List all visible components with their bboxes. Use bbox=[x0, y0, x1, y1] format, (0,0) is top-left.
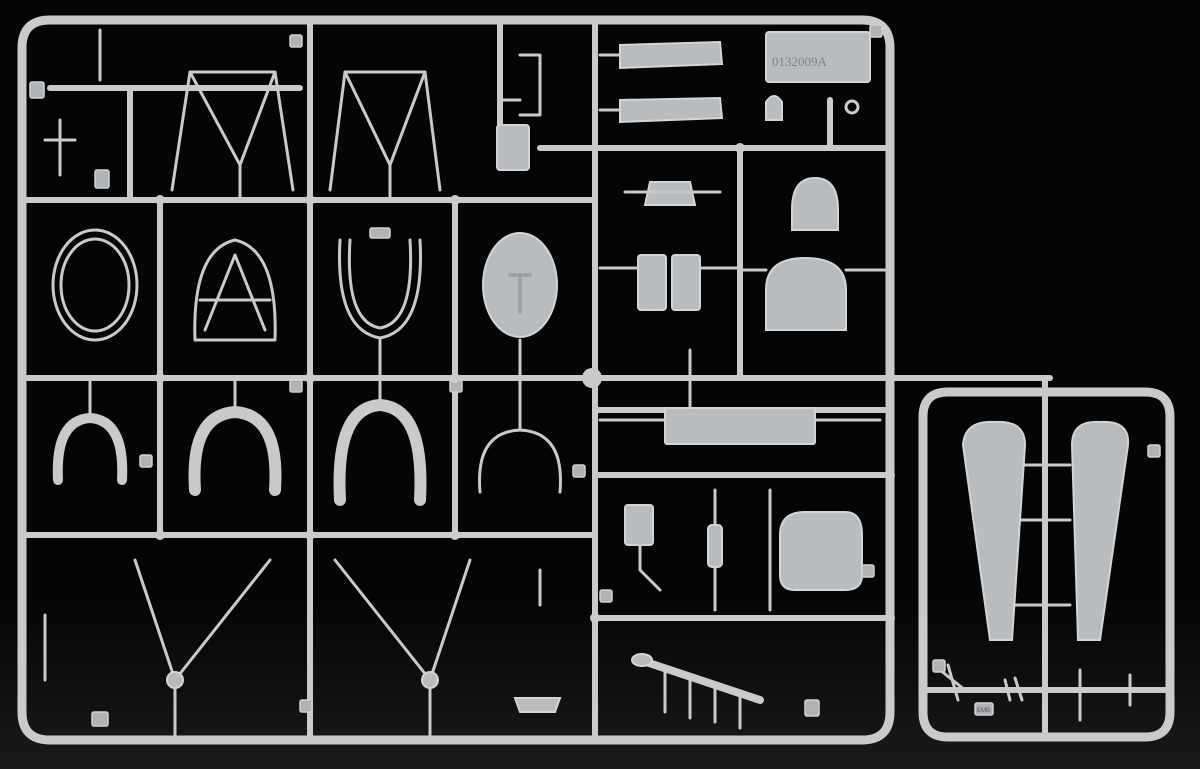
bracket-part-top-center bbox=[496, 53, 542, 171]
oval-ring-part-1 bbox=[51, 228, 139, 342]
u-frame-part bbox=[338, 227, 422, 340]
turnbuckle-part bbox=[707, 488, 723, 612]
twin-panel-part bbox=[598, 254, 742, 311]
v-strut-part-left bbox=[133, 558, 272, 737]
instrument-panel-part bbox=[768, 488, 863, 612]
seat-pan-part bbox=[738, 256, 892, 331]
main-sprue-frame bbox=[17, 15, 895, 745]
gate-nubs bbox=[155, 143, 895, 623]
oval-ring-part-2 bbox=[193, 238, 277, 342]
horseshoe-part-3 bbox=[333, 338, 427, 506]
exhaust-manifold-part bbox=[631, 653, 764, 730]
strip-parts-top-right bbox=[598, 40, 860, 124]
horseshoe-part-1 bbox=[52, 378, 128, 485]
part-code-plate: 0132009A bbox=[765, 31, 871, 83]
bracket-part-mid-right bbox=[623, 181, 722, 206]
seat-back-part bbox=[791, 176, 839, 231]
frame-part-y-brace-left bbox=[170, 70, 295, 202]
long-panel-part bbox=[598, 348, 882, 445]
small-tab-label: EMB bbox=[977, 708, 990, 714]
small-parts-top-left bbox=[29, 28, 110, 189]
small-parts-bottom bbox=[43, 568, 820, 727]
horseshoe-part-4 bbox=[478, 338, 562, 494]
lever-part bbox=[624, 504, 662, 592]
ejector-tabs bbox=[139, 24, 883, 713]
frame-part-y-brace-right bbox=[328, 70, 442, 202]
propeller-blade-right bbox=[1070, 420, 1130, 641]
horseshoe-part-2 bbox=[188, 378, 282, 496]
part-code-text: 0132009A bbox=[772, 54, 828, 69]
propeller-blade-left bbox=[961, 420, 1027, 641]
shield-plate-part bbox=[482, 232, 558, 338]
v-strut-part-right bbox=[333, 558, 472, 737]
secondary-small-parts: EMB bbox=[932, 444, 1161, 722]
